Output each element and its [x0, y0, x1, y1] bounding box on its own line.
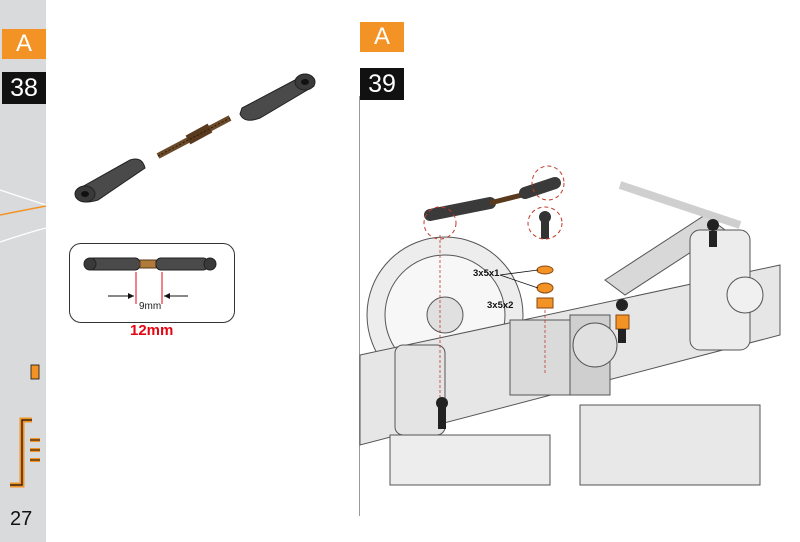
turnbuckle-rod: [156, 115, 232, 159]
step-39-number: 39: [360, 68, 404, 100]
length-label: 12mm: [130, 322, 174, 339]
step-38-number: 38: [2, 72, 46, 104]
ball-stud-right: [615, 299, 630, 343]
step-39-letter: A: [360, 22, 404, 52]
ball-stud-upper: [527, 206, 563, 240]
step-divider: [359, 96, 360, 516]
step-38-letter: A: [2, 29, 46, 59]
turnbuckle-exploded-illustration: [74, 73, 316, 203]
rod-end-left: [74, 158, 146, 203]
upper-link: [423, 165, 565, 240]
length-inset: [69, 243, 235, 323]
brand-logo: [10, 364, 40, 488]
sidebar-swoosh: [0, 189, 47, 243]
chassis-assembly-illustration: [359, 165, 781, 486]
rod-end-right: [239, 73, 316, 121]
spacer-label-1: 3x5x1: [473, 268, 500, 279]
ball-stud-left: [436, 397, 448, 429]
assembled-turnbuckle: [83, 257, 217, 304]
spacers: [536, 265, 554, 309]
dimension-label: 9mm: [139, 301, 162, 312]
page-number: 27: [10, 508, 33, 530]
spacer-label-2: 3x5x2: [487, 300, 514, 311]
ball-stud-rear: [707, 219, 719, 247]
